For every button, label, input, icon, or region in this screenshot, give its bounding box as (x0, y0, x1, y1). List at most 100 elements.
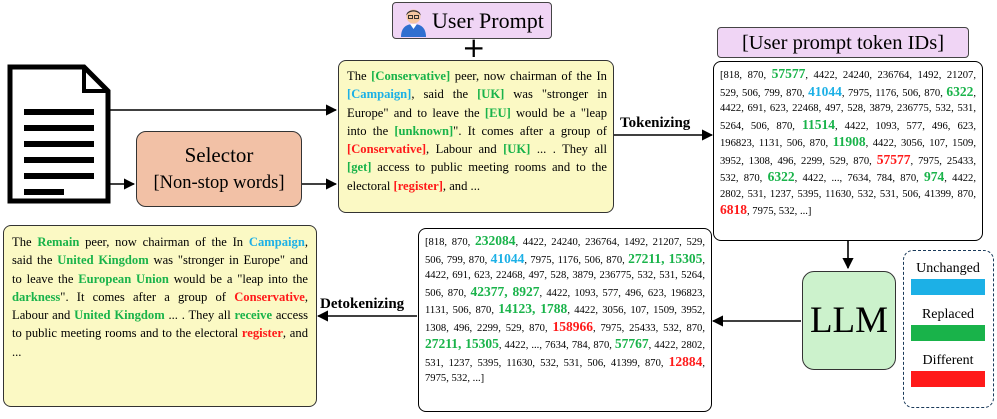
input-text-segment: [register] (393, 178, 443, 193)
input-prompt-text: The [Conservative] peer, now chairman of… (347, 67, 607, 195)
input-text-segment: , Labour and (426, 142, 504, 157)
output-token-ids-segment: , 4422, 691, 623, 22468, 497, 528, 3879,… (425, 254, 705, 299)
output-text-segment: United Kingdom (57, 253, 149, 268)
input-text-segment: [EU] (484, 105, 511, 120)
selector-title: Selector (184, 143, 254, 167)
input-token-ids-segment: 974 (924, 169, 945, 184)
document-icon (7, 64, 111, 204)
tokenizing-label: Tokenizing (620, 115, 691, 131)
output-token-ids-segment: , 4422, ..., 7634, 784, 870, (498, 340, 615, 351)
output-token-ids-segment: , 4422, 2802, 531, 1237, 5395, 11630, 53… (425, 340, 705, 369)
legend-unchanged-label: Unchanged (916, 261, 980, 276)
input-token-ids-segment: , 4422, 1093, 577, 496, 623, 196823, 113… (720, 120, 976, 150)
input-token-ids-box: [818, 870, 57577, 4422, 24240, 236764, 1… (713, 61, 983, 241)
output-token-ids-segment: 232084 (474, 233, 516, 248)
input-token-ids-segment: 6322 (767, 169, 795, 184)
output-text-segment: access to public meeting rooms and to th… (12, 308, 309, 341)
output-token-ids-segment: , 4422, 24240, 236764, 1492, 21207, 529,… (425, 237, 706, 266)
selector-box: Selector [Non-stop words] (136, 131, 302, 207)
user-prompt-label: User Prompt (432, 8, 544, 33)
output-text-segment: , said the (12, 235, 308, 268)
input-token-ids-segment: , 7975, 25433, 532, 870, (720, 155, 976, 185)
input-text-segment: was "stronger in Europe" and to leave th… (347, 87, 607, 120)
output-token-ids-segment: 27211, 15305 (425, 336, 499, 351)
input-text-segment: ". It comes after a group of (453, 123, 607, 138)
input-token-ids-segment: 41044 (808, 83, 842, 99)
output-text-box: The Remain peer, now chairman of the In … (3, 225, 317, 407)
input-text-segment: [UK] (503, 142, 531, 157)
input-token-ids-segment: 6322 (946, 83, 974, 99)
input-text-segment: would be a "leap into the (347, 105, 607, 138)
output-token-ids-segment: 57767 (614, 336, 649, 351)
legend-replaced-label: Replaced (921, 307, 975, 322)
output-text-segment: was "stronger in Europe" and to leave th… (12, 253, 308, 286)
llm-label: LLM (809, 300, 889, 341)
output-text-segment: , and ... (12, 326, 308, 359)
detokenizing-label: Detokenizing (320, 296, 405, 312)
legend-different-swatch (911, 371, 985, 387)
legend-replaced-swatch (911, 325, 985, 341)
input-text-segment: access to public meeting rooms and to th… (347, 160, 607, 193)
legend-unchanged-swatch (911, 279, 985, 295)
output-text: The Remain peer, now chairman of the In … (12, 233, 308, 361)
output-text-segment: , Labour and (12, 289, 308, 323)
output-token-ids-box: [818, 870, 232084, 4422, 24240, 236764, … (418, 228, 712, 412)
input-text-segment: The (347, 69, 372, 83)
input-token-ids-segment: , 4422, ..., 7634, 784, 870, (794, 173, 925, 184)
output-text-segment: peer, now chairman of the In (79, 235, 249, 249)
input-text-segment: [Campaign] (347, 87, 412, 102)
output-text-segment: register (241, 326, 283, 341)
output-token-ids-segment: , 4422, 1093, 577, 496, 623, 196823, 113… (425, 287, 706, 317)
input-text-segment: ... . They all (530, 142, 607, 157)
output-token-ids-segment: 12884 (668, 353, 703, 369)
input-token-ids-segment: , 7975, 1176, 506, 870, (841, 87, 947, 99)
output-token-ids-segment: 41044 (490, 250, 525, 266)
output-token-ids-segment: 158966 (552, 318, 593, 334)
output-text-segment: receive (234, 308, 273, 323)
output-text-segment: Remain (37, 235, 80, 249)
output-token-ids-segment: , 7975, 532, ...] (425, 357, 705, 385)
input-token-ids-segment: 6818 (720, 202, 747, 217)
input-token-ids-segment: , 7975, 532, ...] (747, 206, 812, 217)
input-token-ids-segment: 11908 (832, 134, 866, 149)
input-token-ids-segment: , 4422, 691, 623, 22468, 497, 528, 3879,… (720, 87, 976, 132)
output-text-segment: darkness (12, 289, 61, 304)
output-text-segment: European Union (78, 271, 169, 286)
user-prompt-box: User Prompt (392, 2, 552, 39)
output-token-ids-segment: , 7975, 25433, 532, 870, (592, 322, 706, 334)
user-avatar-icon (401, 9, 426, 37)
input-prompt-box: The [Conservative] peer, now chairman of… (338, 60, 614, 213)
input-token-ids-segment: 57577 (876, 151, 911, 167)
input-token-ids-segment: 57577 (771, 66, 806, 81)
input-text-segment: [Conservative] (347, 142, 427, 157)
legend: Unchanged Replaced Different (903, 250, 994, 408)
input-text-segment: [UK] (477, 87, 505, 102)
token-ids-header-label: [User prompt token IDs] (741, 32, 945, 54)
output-text-segment: Conservative (234, 289, 305, 304)
selector-subtitle: [Non-stop words] (153, 173, 285, 193)
output-token-ids-text: [818, 870, 232084, 4422, 24240, 236764, … (425, 233, 705, 387)
output-token-ids-segment: , 4422, 3056, 107, 1509, 3952, 1308, 496… (425, 305, 706, 334)
input-token-ids-segment: 11514 (801, 116, 835, 132)
input-token-ids-segment: , 4422, 24240, 236764, 1492, 21207, 529,… (720, 70, 976, 99)
input-text-segment: peer, now chairman of the In (450, 69, 607, 83)
input-text-segment: [unknown] (394, 123, 454, 138)
output-token-ids-segment: [818, 870, (425, 237, 475, 248)
input-token-ids-segment: , 4422, 2802, 531, 1237, 5395, 11630, 53… (720, 173, 976, 200)
llm-box: LLM (802, 271, 896, 370)
output-token-ids-segment: , 7975, 1176, 506, 870, (524, 254, 629, 266)
input-token-ids-segment: , 4422, 3056, 107, 1509, 3952, 1308, 496… (720, 138, 976, 167)
output-text-segment: would be a "leap into the (168, 271, 308, 286)
output-text-segment: The (12, 235, 38, 249)
output-token-ids-segment: 42377, 8927 (470, 283, 540, 299)
output-token-ids-segment: 27211, 15305 (628, 250, 703, 266)
input-token-ids-segment: [818, 870, (720, 70, 772, 81)
output-text-segment: ". It comes after a group of (60, 289, 235, 304)
input-text-segment: , said the (411, 87, 478, 102)
legend-different-label: Different (922, 353, 974, 368)
output-text-segment: United Kingdom (74, 308, 165, 323)
plus-sign: + (462, 31, 486, 64)
output-text-segment: ... . They all (164, 308, 235, 323)
token-ids-header: [User prompt token IDs] (717, 27, 969, 58)
input-text-segment: , and ... (442, 178, 480, 193)
